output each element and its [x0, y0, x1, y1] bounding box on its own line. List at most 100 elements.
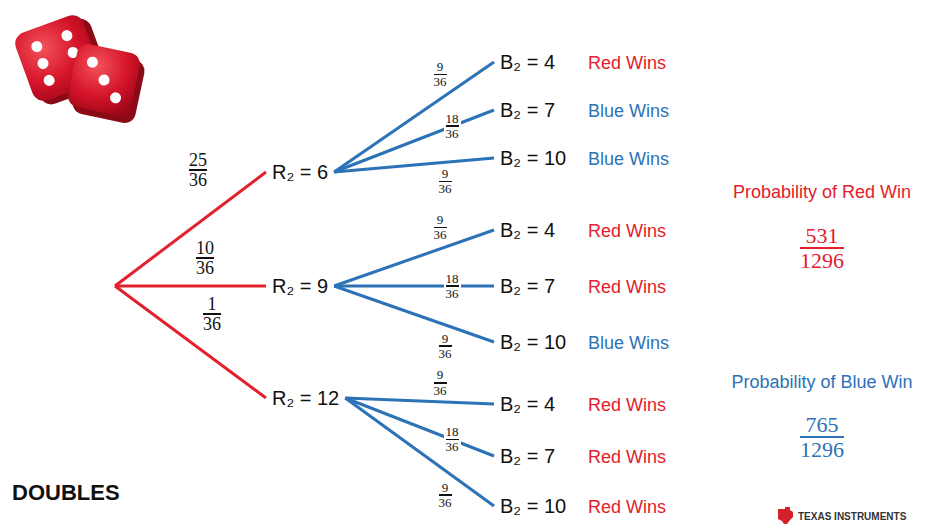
die-pip: [36, 56, 50, 70]
win-text: Blue Wins: [588, 101, 669, 122]
denominator: 36: [189, 171, 207, 190]
branch-connector: [334, 62, 494, 172]
branch-probability: 936: [432, 368, 449, 397]
branch-probability: 1036: [195, 239, 215, 278]
brand-name: TEXAS INSTRUMENTS: [798, 511, 906, 522]
numerator: 1: [208, 295, 217, 314]
branch-connector: [345, 398, 494, 506]
numerator: 9: [437, 368, 444, 382]
die: [65, 42, 148, 125]
outcome-text: B₂ = 7: [500, 99, 588, 122]
denominator: 36: [434, 75, 447, 89]
die-pip: [30, 40, 44, 54]
outcome-text: B₂ = 10: [500, 495, 588, 518]
win-text: Blue Wins: [588, 149, 669, 170]
denominator: 36: [446, 287, 459, 301]
denominator: 1296: [800, 249, 844, 272]
outcome-text: B₂ = 4: [500, 51, 588, 74]
numerator: 765: [806, 413, 839, 436]
die-pip: [42, 73, 56, 87]
win-text: Red Wins: [588, 395, 666, 416]
branch-probability: 1836: [444, 112, 461, 141]
outcome-node: R₂ = 9: [268, 273, 332, 300]
win-text: Red Wins: [588, 497, 666, 518]
outcome-text: R₂ = 9: [272, 275, 328, 298]
result-node: B₂ = 4Red Wins: [496, 391, 670, 418]
die-face: [66, 42, 142, 118]
branch-probability: 936: [437, 167, 454, 196]
result-heading: Probability of Blue Win: [732, 372, 913, 393]
branch-connector: [345, 398, 494, 404]
denominator: 36: [439, 347, 452, 361]
result-probability: 7651296: [799, 413, 845, 461]
numerator: 9: [442, 167, 449, 181]
win-text: Red Wins: [588, 53, 666, 74]
outcome-text: B₂ = 10: [500, 331, 588, 354]
branch-connector: [334, 230, 494, 286]
result-probability: 5311296: [799, 224, 845, 272]
result-node: B₂ = 10Blue Wins: [496, 145, 673, 172]
branch-line: [115, 285, 266, 288]
result-heading: Probability of Red Win: [733, 182, 911, 203]
die-pip: [60, 29, 74, 43]
branch-connector: [334, 158, 494, 172]
branch-probability: 1836: [444, 272, 461, 301]
outcome-node: R₂ = 6: [268, 159, 332, 186]
numerator: 18: [446, 425, 459, 439]
numerator: 9: [442, 481, 449, 495]
brand-logo: [778, 507, 793, 524]
branch-connector: [334, 286, 494, 342]
denominator: 36: [434, 384, 447, 398]
result-node: B₂ = 10Red Wins: [496, 493, 670, 520]
branch-line: [115, 286, 266, 398]
win-text: Red Wins: [588, 221, 666, 242]
denominator: 36: [446, 440, 459, 454]
outcome-text: B₂ = 7: [500, 445, 588, 468]
outcome-text: B₂ = 4: [500, 219, 588, 242]
denominator: 36: [446, 127, 459, 141]
result-node: B₂ = 7Blue Wins: [496, 97, 673, 124]
diagram-title: DOUBLES: [12, 480, 120, 506]
die-pip: [109, 91, 122, 104]
outcome-text: B₂ = 7: [500, 275, 588, 298]
win-text: Red Wins: [588, 447, 666, 468]
numerator: 18: [446, 272, 459, 286]
win-text: Red Wins: [588, 277, 666, 298]
outcome-text: B₂ = 10: [500, 147, 588, 170]
result-node: B₂ = 7Red Wins: [496, 443, 670, 470]
denominator: 36: [196, 259, 214, 278]
win-text: Blue Wins: [588, 333, 669, 354]
result-node: B₂ = 10Blue Wins: [496, 329, 673, 356]
numerator: 18: [446, 112, 459, 126]
numerator: 25: [189, 151, 207, 170]
branch-probability: 2536: [188, 151, 208, 190]
outcome-text: R₂ = 6: [272, 161, 328, 184]
branch-probability: 136: [202, 295, 222, 334]
result-node: B₂ = 4Red Wins: [496, 217, 670, 244]
denominator: 36: [439, 182, 452, 196]
branch-connector: [334, 285, 494, 288]
branch-connector: [334, 110, 494, 172]
denominator: 36: [434, 228, 447, 242]
denominator: 36: [203, 315, 221, 334]
branch-probability: 936: [432, 60, 449, 89]
result-node: B₂ = 4Red Wins: [496, 49, 670, 76]
denominator: 1296: [800, 438, 844, 461]
branch-probability: 936: [437, 332, 454, 361]
branch-probability: 936: [432, 213, 449, 242]
numerator: 10: [196, 239, 214, 258]
numerator: 9: [437, 60, 444, 74]
outcome-text: B₂ = 4: [500, 393, 588, 416]
numerator: 9: [437, 213, 444, 227]
die-pip: [86, 56, 99, 69]
result-node: B₂ = 7Red Wins: [496, 273, 670, 300]
outcome-node: R₂ = 12: [268, 385, 343, 412]
numerator: 531: [806, 224, 839, 247]
outcome-text: R₂ = 12: [272, 387, 339, 410]
branch-probability: 936: [437, 481, 454, 510]
branch-probability: 1836: [444, 425, 461, 454]
branch-connector: [345, 398, 494, 456]
die-pip: [97, 73, 110, 86]
numerator: 9: [442, 332, 449, 346]
denominator: 36: [439, 496, 452, 510]
